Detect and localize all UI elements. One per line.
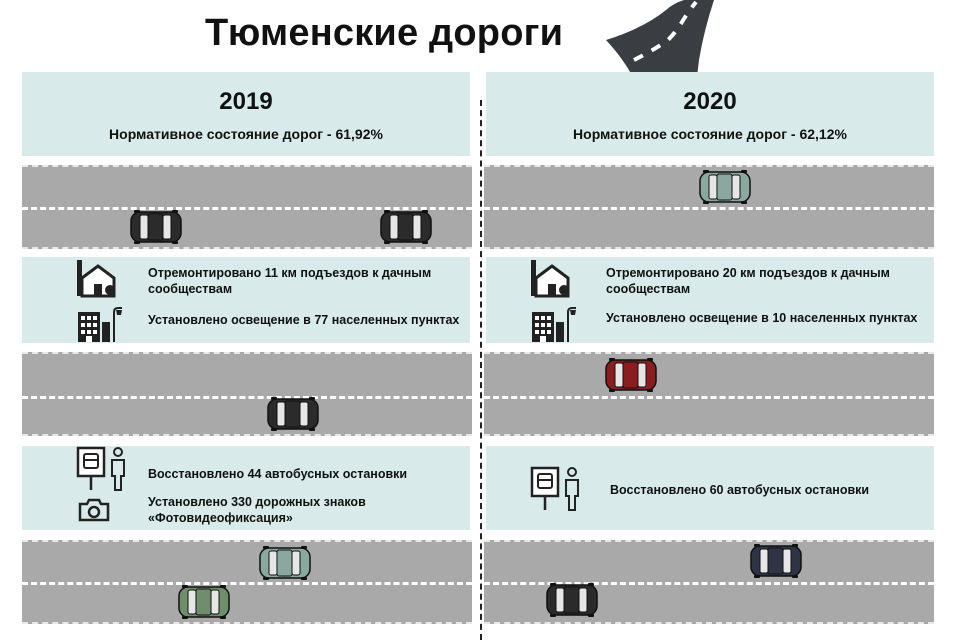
year-divider [480, 100, 482, 640]
car-icon [267, 396, 319, 432]
bus-stop-icon [530, 466, 586, 512]
panel-2019-header: 2019 Нормативное состояние дорог - 61,92… [22, 72, 470, 156]
lane-line [22, 396, 472, 399]
road-2020-2 [484, 352, 934, 436]
car-icon [130, 209, 182, 245]
road-2019-3 [22, 540, 472, 624]
page-title: Тюменские дороги [205, 12, 564, 54]
house-icon [76, 258, 120, 298]
camera-icon [78, 498, 110, 522]
streetlight-building-icon [76, 304, 124, 344]
year-2019: 2019 [219, 88, 273, 115]
car-icon [605, 357, 657, 393]
car-icon [178, 584, 230, 620]
road-2019-2 [22, 352, 472, 436]
lane-line [484, 207, 934, 210]
norm-2019: Нормативное состояние дорог - 61,92% [109, 126, 383, 142]
info-2019-busstops: Восстановлено 44 автобусных остановки [148, 467, 408, 481]
info-2019-roads: Отремонтировано 11 км подъездов к дачным… [148, 266, 432, 296]
car-icon [750, 543, 802, 579]
car-icon [380, 209, 432, 245]
info-2019-lighting: Установлено освещение в 77 населенных пу… [148, 313, 460, 327]
lane-line [484, 582, 934, 585]
streetlight-building-icon [530, 304, 578, 344]
info-2020-roads: Отремонтировано 20 км подъездов к дачным… [606, 266, 890, 296]
house-icon [530, 258, 574, 298]
lane-line [22, 582, 472, 585]
info-2020-busstops: Восстановлено 60 автобусных остановки [610, 483, 870, 497]
info-2020-lighting: Установлено освещение в 10 населенных пу… [606, 311, 918, 325]
panel-2020-info-2 [486, 446, 934, 530]
road-2020-3 [484, 540, 934, 624]
norm-2020: Нормативное состояние дорог - 62,12% [573, 126, 847, 142]
year-2020: 2020 [683, 88, 737, 115]
panel-2020-header: 2020 Нормативное состояние дорог - 62,12… [486, 72, 934, 156]
car-icon [546, 582, 598, 618]
bus-stop-icon [76, 446, 132, 492]
info-2019-cameras: Установлено 330 дорожных знаков «Фотовид… [148, 495, 366, 525]
car-icon [259, 545, 311, 581]
car-icon [699, 169, 751, 205]
lane-line [484, 396, 934, 399]
lane-line [22, 207, 472, 210]
